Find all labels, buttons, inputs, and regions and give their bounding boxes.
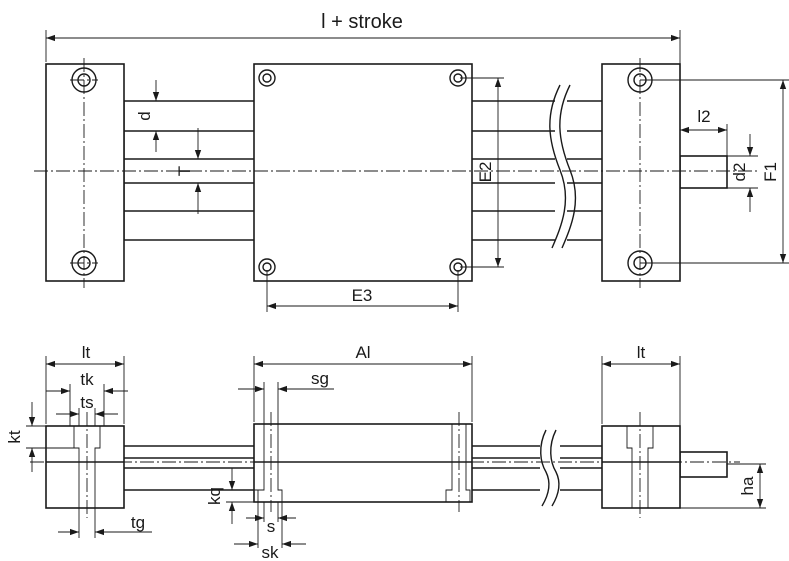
dimension-E2 bbox=[460, 77, 504, 268]
label-d: d bbox=[135, 111, 154, 120]
guide-rails bbox=[123, 100, 602, 241]
dimension-kq bbox=[226, 468, 258, 524]
dimension-l2 bbox=[680, 124, 728, 156]
label-E2: E2 bbox=[476, 162, 495, 183]
label-tg: tg bbox=[131, 513, 145, 532]
label-l-plus-stroke: l + stroke bbox=[321, 11, 403, 33]
break-line-side bbox=[540, 429, 560, 507]
center-lines-top bbox=[34, 58, 760, 288]
center-lines-side bbox=[30, 412, 740, 518]
dimension-kt bbox=[26, 402, 74, 472]
side-section-view: lt tk ts kt tg Al sg kq s sk lt ha bbox=[5, 343, 766, 561]
piston-rod-side bbox=[679, 451, 728, 478]
dimension-ha bbox=[680, 463, 766, 509]
label-d2: d2 bbox=[730, 163, 749, 182]
label-tk: tk bbox=[80, 370, 94, 389]
dimension-s bbox=[246, 502, 296, 522]
dimension-tk bbox=[46, 384, 128, 426]
label-lt-right: lt bbox=[637, 343, 646, 362]
dimension-lt-right bbox=[601, 356, 681, 450]
left-end-cap-section bbox=[45, 425, 125, 509]
label-sk: sk bbox=[262, 543, 280, 561]
label-lt-left: lt bbox=[82, 343, 91, 362]
break-line-top bbox=[549, 84, 577, 249]
label-s: s bbox=[267, 517, 276, 536]
label-l2: l2 bbox=[697, 107, 710, 126]
label-F1: F1 bbox=[761, 162, 780, 182]
right-end-cap bbox=[601, 63, 681, 282]
dimension-lt-left bbox=[45, 356, 125, 424]
label-ha: ha bbox=[738, 476, 757, 495]
dimension-E3 bbox=[266, 270, 459, 312]
dimension-sg bbox=[238, 382, 334, 424]
carriage-section bbox=[253, 423, 473, 503]
right-end-cap-section bbox=[601, 425, 681, 509]
dimension-tg bbox=[58, 508, 152, 538]
carriage-top bbox=[253, 63, 473, 282]
dimension-d2 bbox=[727, 134, 758, 212]
label-ts: ts bbox=[80, 393, 93, 412]
left-end-cap bbox=[45, 63, 125, 282]
dimension-l-plus-stroke bbox=[45, 30, 681, 154]
dimension-sk bbox=[234, 502, 306, 548]
dimension-F1 bbox=[640, 79, 789, 264]
label-E3: E3 bbox=[352, 286, 373, 305]
dimension-ts bbox=[56, 408, 118, 426]
piston-rod-top bbox=[679, 155, 728, 189]
label-T: T bbox=[175, 166, 194, 176]
label-kt: kt bbox=[5, 430, 24, 444]
top-view: l + stroke d T E2 E3 l2 d2 F1 bbox=[34, 11, 789, 312]
label-sg: sg bbox=[311, 369, 329, 388]
label-kq: kq bbox=[205, 487, 224, 505]
label-Al: Al bbox=[355, 343, 370, 362]
